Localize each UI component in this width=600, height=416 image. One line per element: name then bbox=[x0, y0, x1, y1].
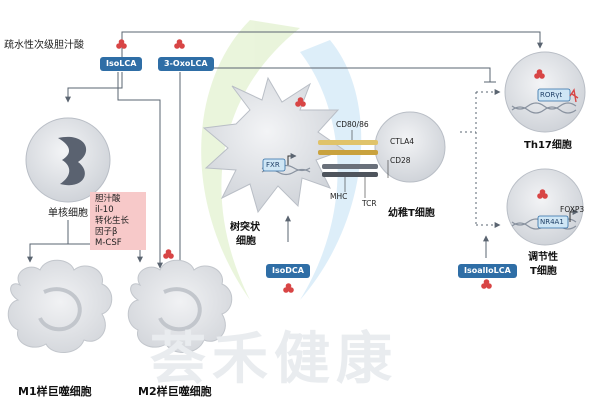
naive-t-cell bbox=[374, 111, 446, 183]
m2-label: M2样巨噬细胞 bbox=[138, 385, 212, 398]
bile-acid-icon bbox=[283, 283, 294, 293]
header-title: 疏水性次级胆汁酸 bbox=[4, 40, 84, 51]
inhibit-icon bbox=[569, 88, 579, 103]
bile-acid-icon bbox=[163, 249, 174, 259]
ctla4-label: CTLA4 bbox=[390, 137, 415, 146]
th17-cell bbox=[504, 51, 586, 133]
factor-label: M-CSF bbox=[95, 238, 122, 248]
cd80-86-label: CD80/86 bbox=[336, 120, 369, 129]
watermark-logo bbox=[201, 20, 362, 300]
naive-t-label: 幼稚T细胞 bbox=[388, 208, 435, 219]
foxp3-label: FOXP3 bbox=[560, 205, 585, 214]
isoallolca-tag: IsoalloLCA bbox=[458, 264, 517, 278]
treg-label-2: T细胞 bbox=[530, 266, 557, 277]
factor-label: 因子β bbox=[95, 227, 118, 237]
th17-label: Th17细胞 bbox=[524, 140, 572, 151]
transcription-arrow-icon bbox=[569, 209, 579, 222]
bile-acid-icon bbox=[481, 279, 492, 289]
bile-acid-icon bbox=[295, 97, 306, 107]
m1-macrophage bbox=[7, 259, 113, 353]
factor-label: il-10 bbox=[95, 205, 114, 215]
m2-macrophage bbox=[127, 259, 233, 353]
bile-acid-icon bbox=[537, 189, 548, 199]
treg-cell bbox=[506, 168, 584, 246]
nr4a1-receptor bbox=[537, 215, 569, 229]
watermark-text: 荟禾健康 bbox=[150, 327, 398, 392]
bile-acid-icon bbox=[116, 39, 127, 49]
monocyte-label: 单核细胞 bbox=[48, 208, 88, 219]
m1-label: M1样巨噬细胞 bbox=[18, 385, 92, 398]
bile-acid-icon bbox=[534, 69, 545, 79]
receptor-interface bbox=[318, 130, 389, 198]
factor-label: 转化生长 bbox=[95, 216, 130, 226]
factor-box: 胆汁酸 il-10 转化生长 因子β M-CSF bbox=[90, 192, 146, 250]
fxr-receptor bbox=[262, 158, 286, 172]
dendritic-label-1: 树突状 bbox=[230, 222, 260, 233]
nr4a1-label: NR4A1 bbox=[540, 218, 564, 226]
monocyte-cell bbox=[25, 117, 111, 203]
bile-acid-icon bbox=[174, 39, 185, 49]
isolca-tag: IsoLCA bbox=[100, 57, 143, 71]
tcr-label: TCR bbox=[362, 199, 377, 208]
fxr-label: FXR bbox=[266, 161, 280, 169]
transcription-arrow-icon bbox=[287, 153, 297, 165]
dendritic-cell bbox=[202, 76, 346, 214]
isodca-tag: IsoDCA bbox=[266, 264, 310, 278]
oxolca-tag: 3-OxoLCA bbox=[158, 57, 214, 71]
bile-acid-molecules bbox=[116, 39, 548, 293]
factor-label: 胆汁酸 bbox=[95, 194, 121, 204]
treg-label-1: 调节性 bbox=[528, 252, 558, 263]
cd28-label: CD28 bbox=[390, 156, 411, 165]
dendritic-label-2: 细胞 bbox=[236, 236, 256, 247]
roryt-label: RORγt bbox=[540, 91, 563, 99]
mhc-label: MHC bbox=[330, 192, 348, 201]
